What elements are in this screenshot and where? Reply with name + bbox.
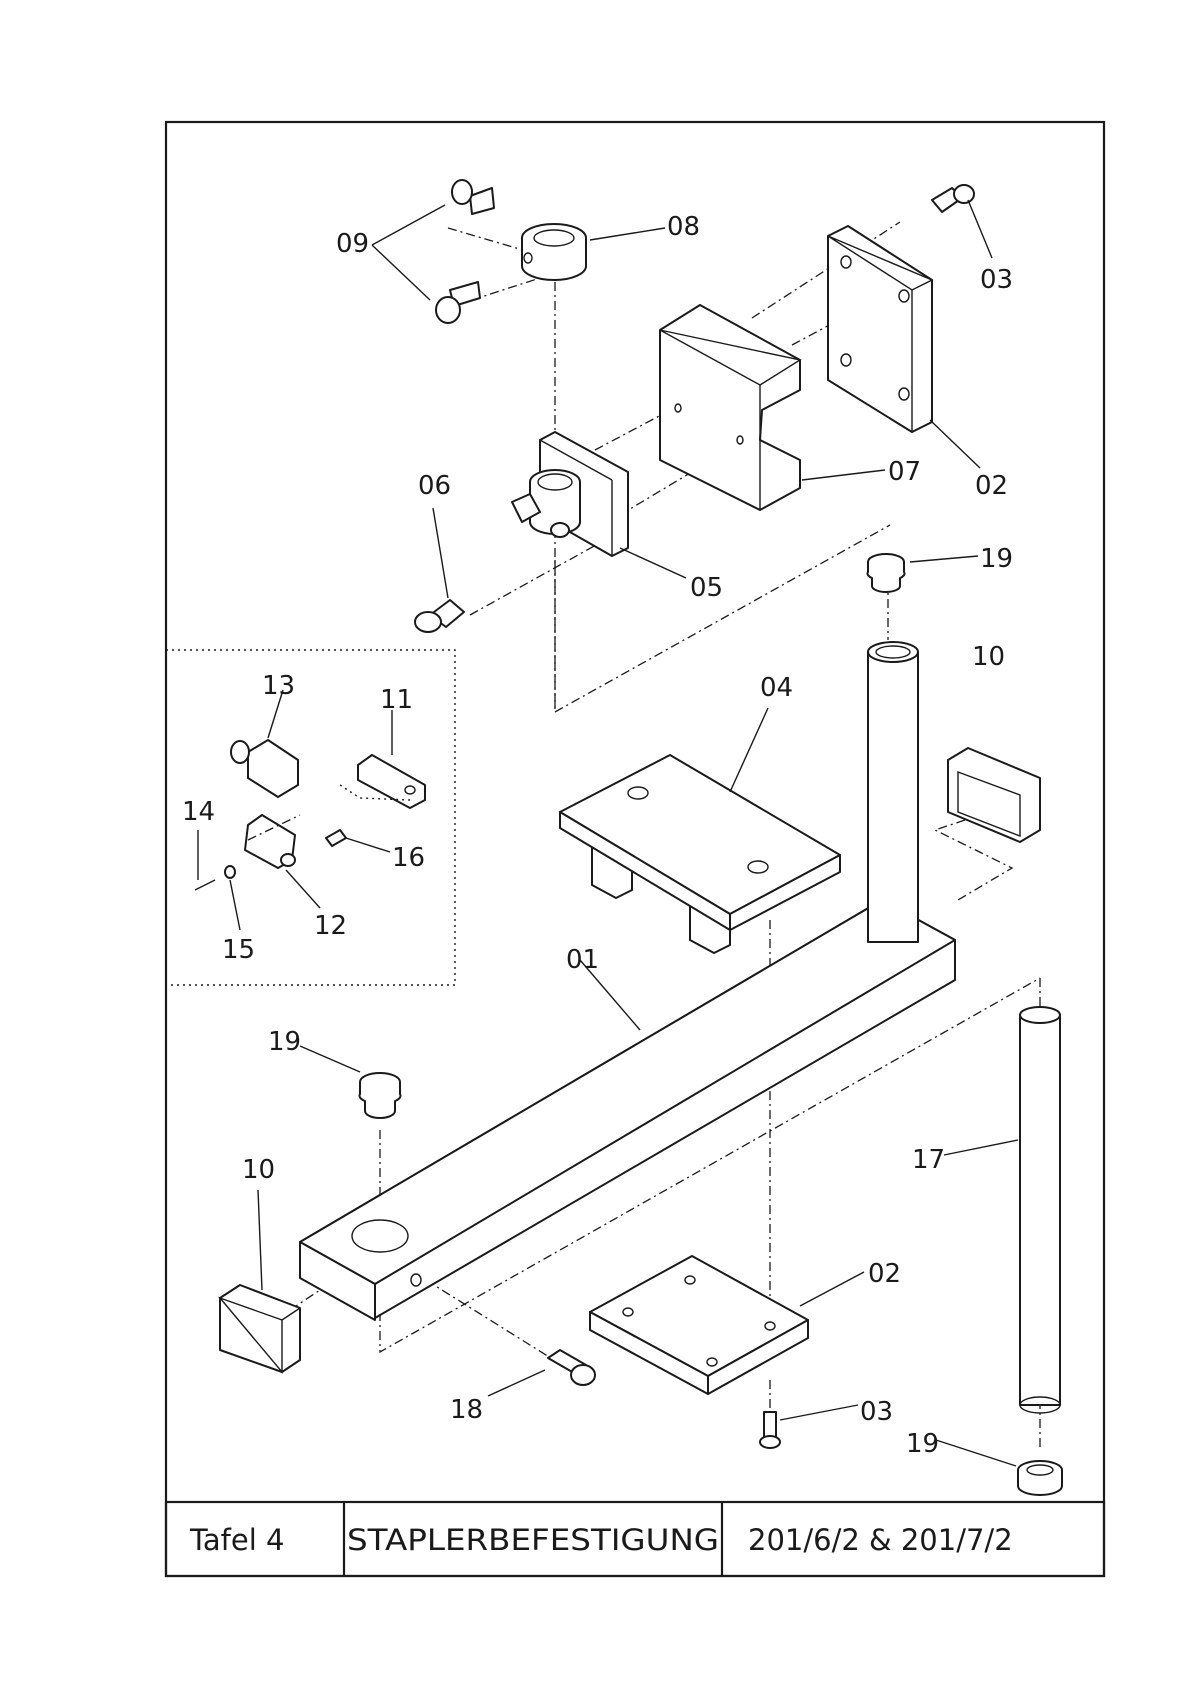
callout-03: 03 [860,1397,893,1427]
callout-10: 10 [972,642,1005,672]
title-block-models: 201/6/2 & 201/7/2 [748,1523,1013,1557]
part-06-screw [415,600,464,632]
callout-16: 16 [392,843,425,873]
callout-02: 02 [868,1259,901,1289]
callout-12: 12 [314,911,347,941]
part-03-top-screw [932,185,974,212]
part-04-plate [560,755,840,953]
callout-06: 06 [418,471,451,501]
callout-15: 15 [222,935,255,965]
callout-09: 09 [336,229,369,259]
callout-02: 02 [975,471,1008,501]
part-05-clamp-holder [512,432,628,556]
callout-10: 10 [242,1155,275,1185]
part-03-bottom-screw [760,1412,780,1448]
upright-post [868,642,918,942]
part-02-bottom-plate [590,1256,808,1394]
callout-19: 19 [906,1429,939,1459]
part-17-tube [1020,1007,1060,1413]
part-18-screw [548,1350,595,1385]
callout-17: 17 [912,1145,945,1175]
callout-03: 03 [980,265,1013,295]
callout-05: 05 [690,573,723,603]
callout-04: 04 [760,673,793,703]
part-01-base-beam [300,900,955,1320]
callout-07: 07 [888,457,921,487]
title-block-sheet: Tafel 4 [189,1523,284,1557]
callout-19: 19 [268,1027,301,1057]
part-09-screws [436,180,494,323]
title-block-title: STAPLERBEFESTIGUNG [347,1523,719,1557]
callout-08: 08 [667,212,700,242]
part-10-left-end-cap [220,1285,300,1372]
callout-01: 01 [566,945,599,975]
title-block: Tafel 4 STAPLERBEFESTIGUNG 201/6/2 & 201… [166,1502,1104,1576]
callout-13: 13 [262,671,295,701]
part-10-right-end-cap [948,748,1040,842]
callout-19: 19 [980,544,1013,574]
part-08-collar [522,224,586,280]
callout-14: 14 [182,797,215,827]
part-02-top-plate [828,226,932,432]
callout-11: 11 [380,685,413,715]
callout-18: 18 [450,1395,483,1425]
